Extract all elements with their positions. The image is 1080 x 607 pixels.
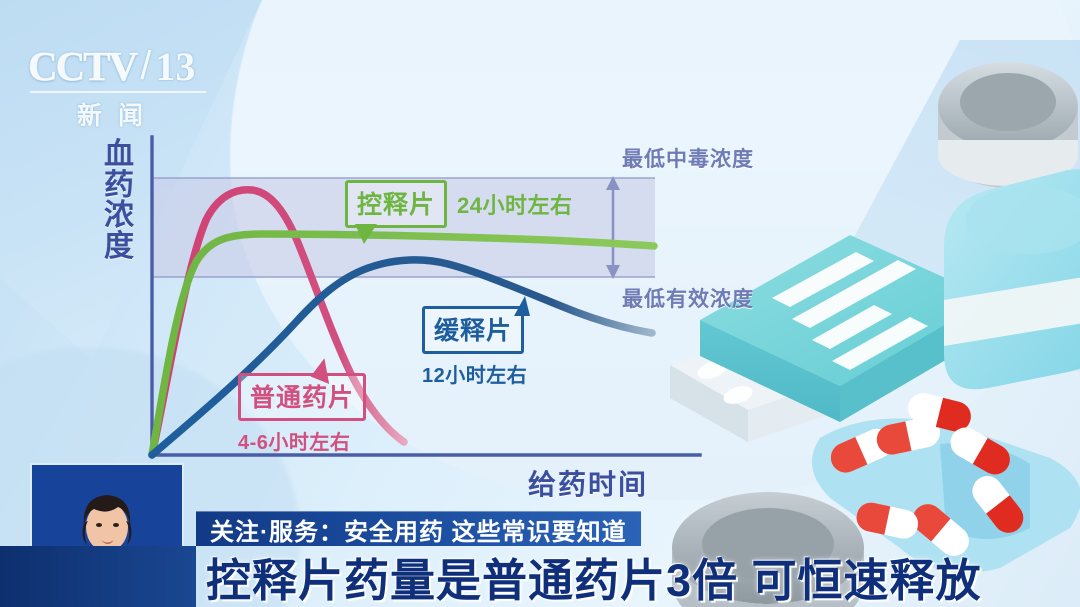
label-minimum-effective-concentration: 最低有效浓度: [622, 288, 754, 311]
y-axis-label-c3: 浓: [104, 199, 134, 233]
curve-sustained-release: [148, 256, 656, 459]
headline-text: 控释片药量是普通药片3倍 可恒速释放: [206, 555, 982, 606]
y-axis-label: 血 药 浓 度: [100, 138, 138, 263]
logo-subtitle: 新闻: [76, 102, 159, 130]
callout-sustained-release-duration: 12小时左右: [422, 365, 528, 387]
callout-controlled-release-duration: 24小时左右: [457, 193, 573, 218]
therapeutic-range-arrow: [606, 176, 620, 279]
callout-controlled-release: 控释片 24小时左右: [345, 180, 573, 244]
x-axis-label: 给药时间: [528, 469, 649, 500]
y-axis-label-c2: 药: [104, 168, 134, 202]
logo-cctv-text: CCTV: [27, 43, 138, 90]
channel-logo: CCTV / 13 新闻: [27, 42, 278, 132]
headline-bar: 控释片药量是普通药片3倍 可恒速释放: [196, 546, 1080, 607]
kicker-text: 关注·服务：安全用药 这些常识要知道: [210, 518, 627, 546]
callout-ordinary-tablet-label: 普通药片: [238, 373, 367, 421]
callout-sustained-release: 缓释片 12小时左右: [422, 296, 530, 388]
callout-ordinary-tablet: 普通药片 4-6小时左右: [238, 356, 367, 455]
headline-left-strip: [0, 546, 196, 607]
callout-sustained-release-label: 缓释片: [422, 306, 525, 354]
logo-channel-number: 13: [155, 43, 196, 89]
callout-tail-green-icon: [355, 224, 377, 244]
y-axis-label-c4: 度: [104, 229, 134, 263]
callout-controlled-release-label: 控释片: [345, 180, 448, 228]
kicker-bar: 关注·服务：安全用药 这些常识要知道: [196, 511, 641, 546]
curve-controlled-release: [148, 230, 658, 459]
logo-divider: [30, 91, 206, 93]
logo-slash: /: [140, 43, 152, 88]
label-minimum-toxic-concentration: 最低中毒浓度: [622, 148, 754, 171]
pharmacy-illustration: [660, 30, 1080, 607]
y-axis-label-c1: 血: [104, 138, 134, 171]
callout-ordinary-tablet-duration: 4-6小时左右: [238, 432, 351, 454]
pharmacokinetics-chart: 血 药 浓 度: [100, 135, 702, 459]
callout-tail-blue-icon: [514, 296, 530, 316]
